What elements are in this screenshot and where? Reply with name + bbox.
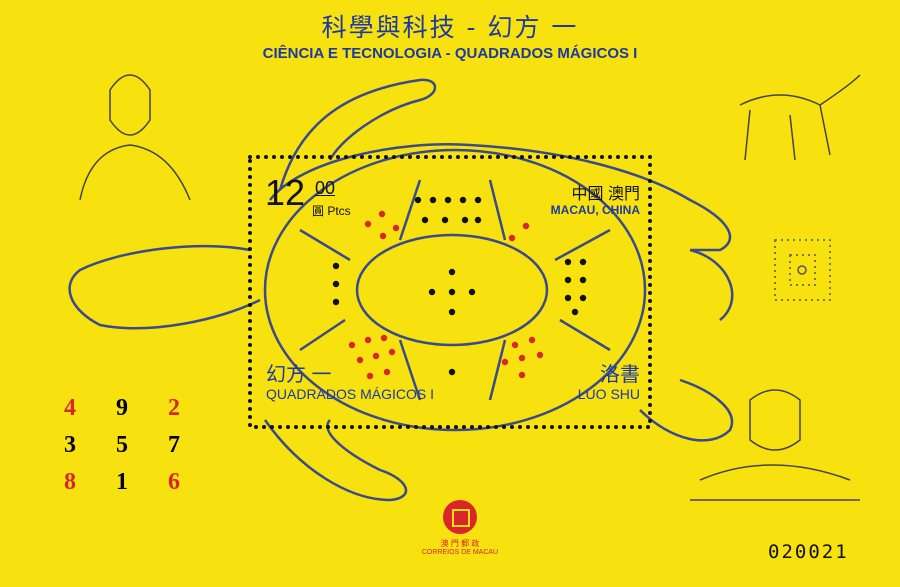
magic-number: 2 (168, 395, 180, 421)
magic-number: 3 (64, 432, 76, 458)
shell-dot (511, 341, 519, 349)
shell-dot (579, 276, 587, 284)
shell-dot (428, 288, 436, 296)
magic-number: 7 (168, 432, 180, 458)
shell-dot (379, 232, 387, 240)
postal-logo: 澳 門 郵 政 CORREIOS DE MACAU (410, 500, 510, 556)
shell-dot (388, 348, 396, 356)
shell-dot (536, 351, 544, 359)
shell-dot (571, 308, 579, 316)
shell-dot (441, 216, 449, 224)
shell-dot (459, 196, 467, 204)
shell-dot (380, 334, 388, 342)
shell-dot (421, 216, 429, 224)
shell-dot (448, 288, 456, 296)
shell-dot (444, 196, 452, 204)
shell-dot (468, 288, 476, 296)
shell-dot (518, 371, 526, 379)
shell-dot (579, 294, 587, 302)
title-portuguese: CIÊNCIA E TECNOLOGIA - QUADRADOS MÁGICOS… (262, 45, 638, 62)
shell-dot (461, 216, 469, 224)
shell-dot (508, 234, 516, 242)
magic-number: 4 (64, 395, 76, 421)
shell-dot (518, 354, 526, 362)
shell-dot (564, 276, 572, 284)
shell-dot (332, 262, 340, 270)
shell-dot (448, 268, 456, 276)
shell-dot (564, 258, 572, 266)
shell-dot (378, 210, 386, 218)
subject: LUO SHU (577, 386, 640, 402)
shell-dot (332, 298, 340, 306)
magic-number: 6 (168, 469, 180, 495)
logo-pt: CORREIOS DE MACAU (421, 549, 499, 556)
shell-dot (366, 372, 374, 380)
subject-zh: 洛書 (600, 364, 640, 386)
magic-number: 5 (116, 432, 128, 458)
shell-dot (528, 336, 536, 344)
country: MACAU, CHINA (550, 203, 640, 217)
shell-dot (383, 368, 391, 376)
stamp-name-zh: 幻方 一 (266, 364, 332, 386)
shell-dot (501, 358, 509, 366)
magic-number: 1 (116, 469, 128, 495)
shell-dot (364, 336, 372, 344)
sage-portrait-left (60, 60, 200, 200)
shell-dot (392, 224, 400, 232)
shell-dot (448, 308, 456, 316)
stamp-currency: 圓 Ptcs (312, 204, 351, 218)
shell-dot (474, 196, 482, 204)
magic-number: 9 (116, 395, 128, 421)
shell-dot (429, 196, 437, 204)
magic-number: 8 (64, 469, 76, 495)
logo-zh: 澳 門 郵 政 (440, 539, 480, 548)
magic-square: 4 9 2 3 5 7 8 1 6 (50, 395, 194, 496)
shell-dot (414, 196, 422, 204)
shell-dot (579, 258, 587, 266)
serial-number: 020021 (768, 541, 849, 563)
stamp-value: 12 (265, 172, 306, 213)
shell-dot (474, 216, 482, 224)
shell-dot (348, 341, 356, 349)
shell-dot (372, 352, 380, 360)
dragon-horse-illustration (720, 65, 870, 165)
country-zh: 中國 澳門 (571, 186, 640, 203)
shell-dot (522, 222, 530, 230)
stamp-name-pt: QUADRADOS MÁGICOS I (266, 386, 435, 402)
shell-dot (448, 368, 456, 376)
postal-logo-icon (443, 500, 477, 534)
shell-dot (364, 220, 372, 228)
shell-dot (564, 294, 572, 302)
shell-dot (332, 280, 340, 288)
title-chinese: 科學與科技 - 幻方 一 (321, 13, 579, 42)
shell-dot (356, 356, 364, 364)
stamp-value-cents: 00 (315, 178, 336, 198)
sage-portrait-right (690, 380, 860, 510)
